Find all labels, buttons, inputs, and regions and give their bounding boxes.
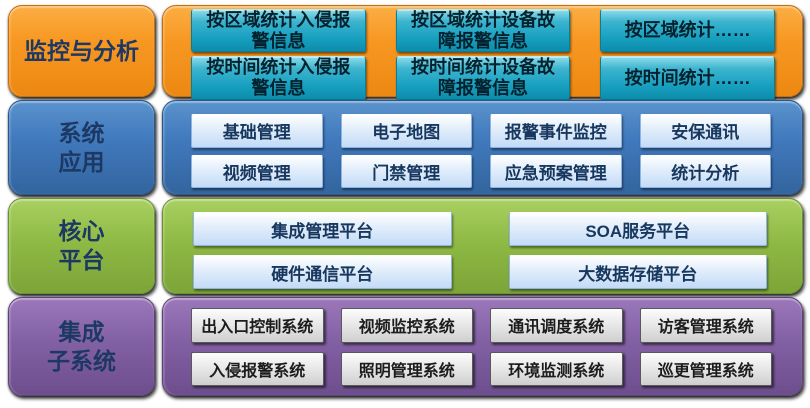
layer-body-system-apps: 基础管理 电子地图 报警事件监控 安保通讯 视频管理 门禁管理 应急预案管理 统…: [162, 100, 803, 195]
layer-item-box: 出入口控制系统: [191, 308, 324, 343]
layer-item-box: 集成管理平台: [193, 212, 452, 246]
layer-label-monitoring: 监控与分析: [8, 5, 155, 97]
layer-label-subsystems: 集成 子系统: [8, 297, 155, 396]
layer-item-box: 照明管理系统: [340, 351, 473, 386]
layer-item-box: 大数据存储平台: [508, 255, 767, 289]
layer-item-box: 按时间统计入侵报 警信息: [191, 56, 366, 100]
layer-item-box: 按区域统计入侵报 警信息: [191, 9, 366, 53]
layer-item-box: 视频监控系统: [340, 308, 473, 343]
layer-item-box: 巡更管理系统: [639, 351, 772, 386]
layer-item-box: 按时间统计设备故 障报警信息: [395, 56, 571, 100]
layer-item-box: 按区域统计设备故 障报警信息: [395, 9, 571, 53]
layer-system-apps: 系统 应用 基础管理 电子地图 报警事件监控 安保通讯 视频管理 门禁管理 应急…: [8, 100, 803, 195]
layer-item-box: 电子地图: [340, 114, 472, 148]
layer-item-box: 门禁管理: [340, 154, 472, 188]
layer-item-box: 视频管理: [191, 154, 323, 188]
layer-item-box: 安保通讯: [639, 114, 771, 148]
layer-item-box: SOA服务平台: [508, 212, 767, 246]
layer-item-box: 基础管理: [191, 114, 323, 148]
layer-item-box: 访客管理系统: [639, 308, 772, 343]
layer-item-box: 环境监测系统: [490, 351, 623, 386]
layer-item-box: 入侵报警系统: [191, 351, 324, 386]
layer-label-core-platform: 核心 平台: [8, 198, 155, 294]
layer-item-box: 按时间统计……: [600, 56, 775, 100]
layer-item-box: 统计分析: [639, 154, 771, 188]
layer-monitoring-analysis: 监控与分析 按区域统计入侵报 警信息 按区域统计设备故 障报警信息 按区域统计……: [8, 5, 803, 100]
layer-item-box: 按区域统计……: [600, 9, 775, 53]
layer-subsystems: 集成 子系统 出入口控制系统 视频监控系统 通讯调度系统 访客管理系统 入侵报警…: [8, 297, 803, 396]
layer-core-platform: 核心 平台 集成管理平台 SOA服务平台 硬件通信平台 大数据存储平台: [8, 198, 803, 294]
layer-item-box: 应急预案管理: [490, 154, 622, 188]
layer-body-subsystems: 出入口控制系统 视频监控系统 通讯调度系统 访客管理系统 入侵报警系统 照明管理…: [162, 297, 803, 396]
layer-item-box: 报警事件监控: [490, 114, 622, 148]
layer-body-monitoring: 按区域统计入侵报 警信息 按区域统计设备故 障报警信息 按区域统计…… 按时间统…: [162, 5, 803, 100]
layer-item-box: 通讯调度系统: [490, 308, 623, 343]
layer-label-system-apps: 系统 应用: [8, 100, 155, 195]
layer-item-box: 硬件通信平台: [193, 255, 452, 289]
layer-body-core-platform: 集成管理平台 SOA服务平台 硬件通信平台 大数据存储平台: [162, 198, 803, 294]
